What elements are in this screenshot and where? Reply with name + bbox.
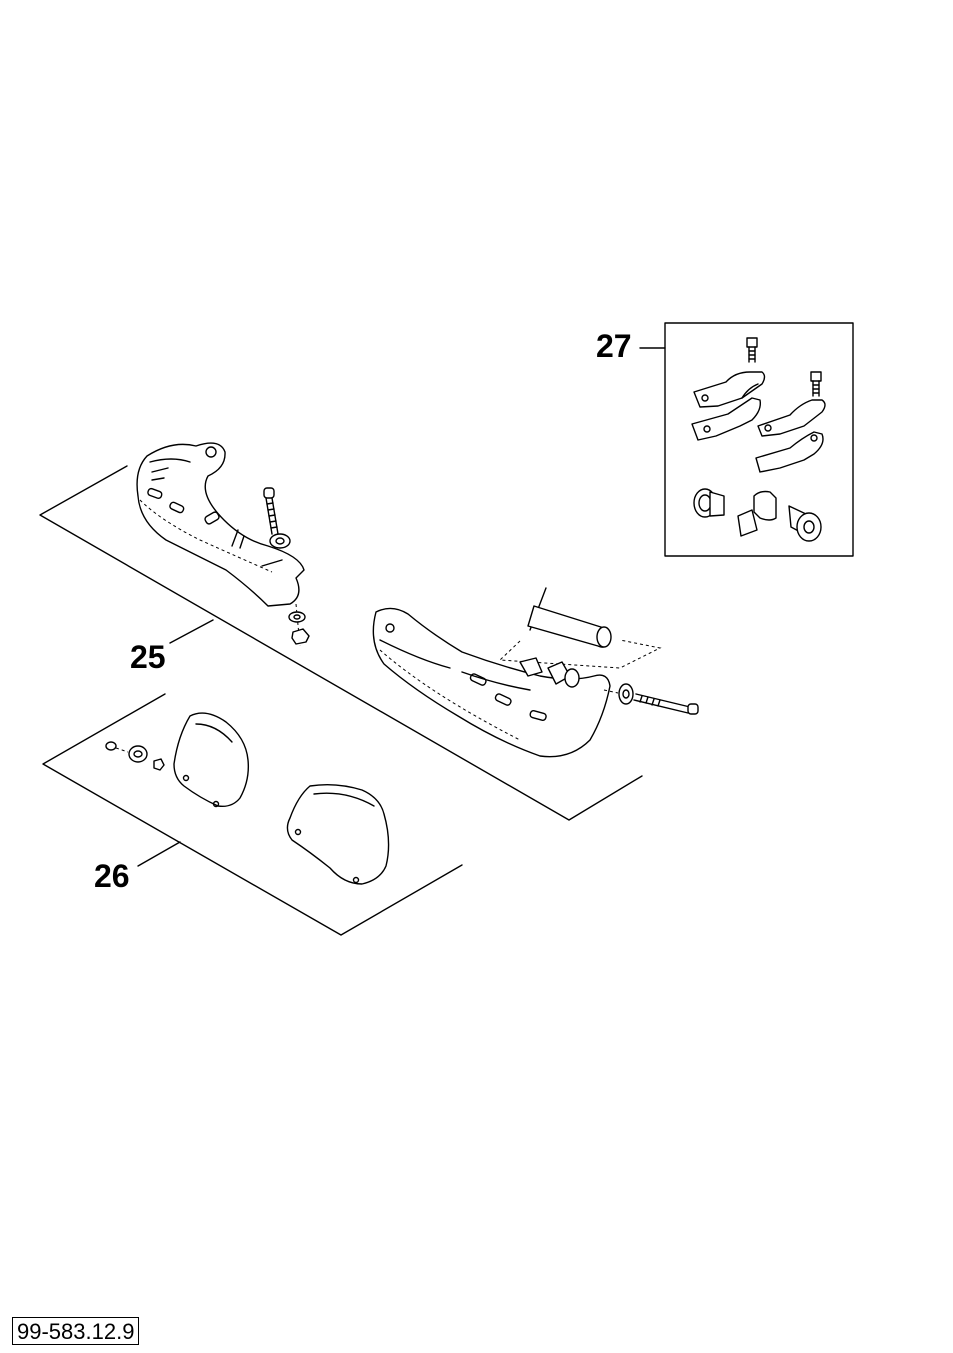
leader-line-26: [137, 841, 181, 867]
handguard-left: [136, 442, 305, 607]
clamp-insert: [753, 490, 777, 521]
clamp-bolt: [746, 337, 758, 363]
callout-25: 25: [130, 639, 166, 675]
shield-spacer: [128, 745, 148, 763]
clamp-lower-right: [755, 431, 824, 473]
clamp-lower-left: [691, 397, 762, 441]
shield-nut: [153, 758, 165, 771]
handlebar-section: [498, 587, 662, 669]
handguard-right: [372, 607, 611, 758]
kit-25-outline: [39, 465, 643, 821]
shield-right: [286, 783, 390, 885]
bar-end-spacer: [788, 505, 822, 542]
clamp-insert: [737, 509, 758, 537]
kit-26-outline: [42, 693, 463, 936]
handguard-bolt: [263, 487, 279, 535]
handguard-bolt: [633, 693, 699, 715]
document-number: 99-583.12.9: [12, 1317, 140, 1346]
clamp-bolt: [810, 371, 822, 397]
bushing: [269, 533, 291, 549]
callout-27: 27: [596, 328, 632, 364]
bar-end-spacer: [693, 488, 725, 518]
shield-left: [173, 712, 250, 808]
leader-line-25: [169, 619, 214, 644]
callout-26: 26: [94, 858, 130, 894]
kit-27-box: [639, 322, 854, 557]
nut: [291, 628, 310, 645]
clamp-upper-right: [757, 399, 826, 437]
washer: [288, 611, 306, 623]
clamp-upper-left: [693, 371, 766, 408]
washer: [618, 683, 634, 705]
shield-screw: [105, 741, 129, 753]
